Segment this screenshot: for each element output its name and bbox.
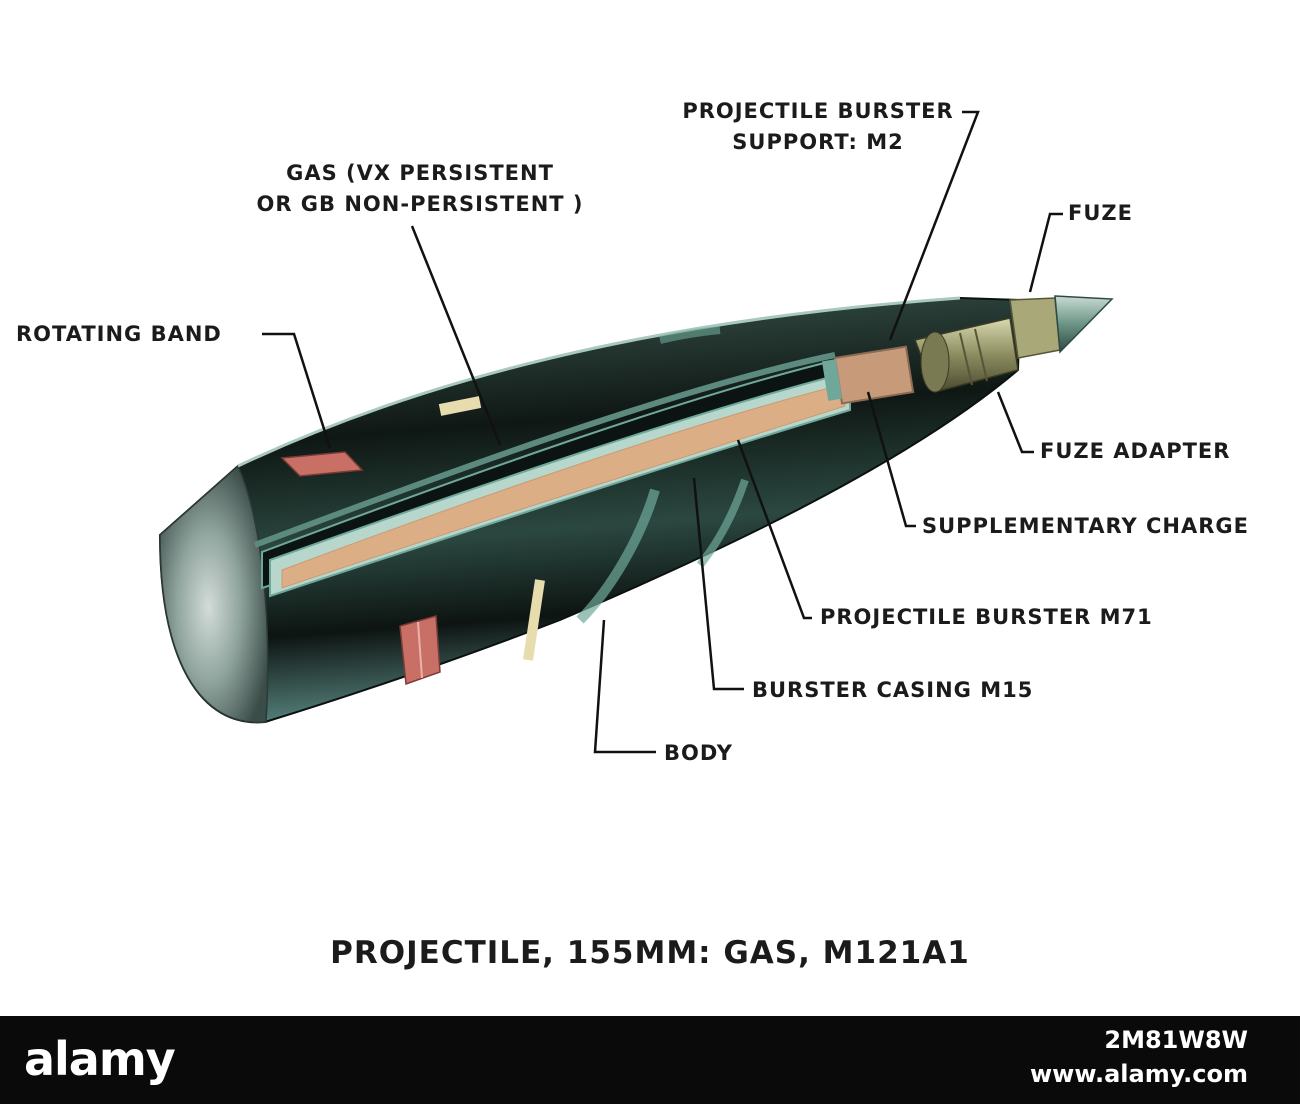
burster-assembly (269, 345, 915, 598)
label-gas-line1: GAS (VX PERSISTENT (286, 161, 554, 185)
label-gas-line2: OR GB NON-PERSISTENT ) (256, 192, 584, 216)
label-supplementary-charge: SUPPLEMENTARY CHARGE (922, 514, 1249, 538)
label-body: BODY (664, 741, 733, 765)
label-burster-casing: BURSTER CASING M15 (752, 678, 1034, 702)
label-rotating-band: ROTATING BAND (16, 322, 222, 346)
label-fuze-adapter: FUZE ADAPTER (1040, 439, 1231, 463)
stock-banner: alamy 2M81W8W www.alamy.com (0, 1016, 1300, 1104)
stock-url: www.alamy.com (1029, 1060, 1248, 1088)
label-projectile-burster-support-line1: PROJECTILE BURSTER (682, 99, 954, 123)
fuze (1009, 295, 1114, 359)
leader-body (593, 619, 656, 754)
leader-fuze (1028, 212, 1063, 293)
leader-gas (410, 225, 502, 446)
leader-lines (262, 110, 1063, 754)
leader-projectile-burster-support (888, 110, 980, 341)
label-projectile-burster-support-line2: SUPPORT: M2 (732, 130, 904, 154)
supplementary-charge-block (833, 345, 915, 405)
label-projectile-burster: PROJECTILE BURSTER M71 (820, 605, 1153, 629)
leader-projectile-burster (736, 439, 812, 620)
leader-supplementary-charge (866, 391, 916, 528)
diagram-caption: PROJECTILE, 155MM: GAS, M121A1 (330, 935, 970, 971)
leader-fuze-adapter (996, 391, 1034, 454)
stock-image-id: 2M81W8W (1104, 1026, 1248, 1054)
fuze-adapter (913, 317, 1019, 393)
rotating-band (280, 451, 441, 686)
stock-logo: alamy (24, 1032, 176, 1086)
leader-rotating-band (262, 332, 332, 449)
label-fuze: FUZE (1068, 201, 1133, 225)
leader-burster-casing (692, 477, 744, 691)
